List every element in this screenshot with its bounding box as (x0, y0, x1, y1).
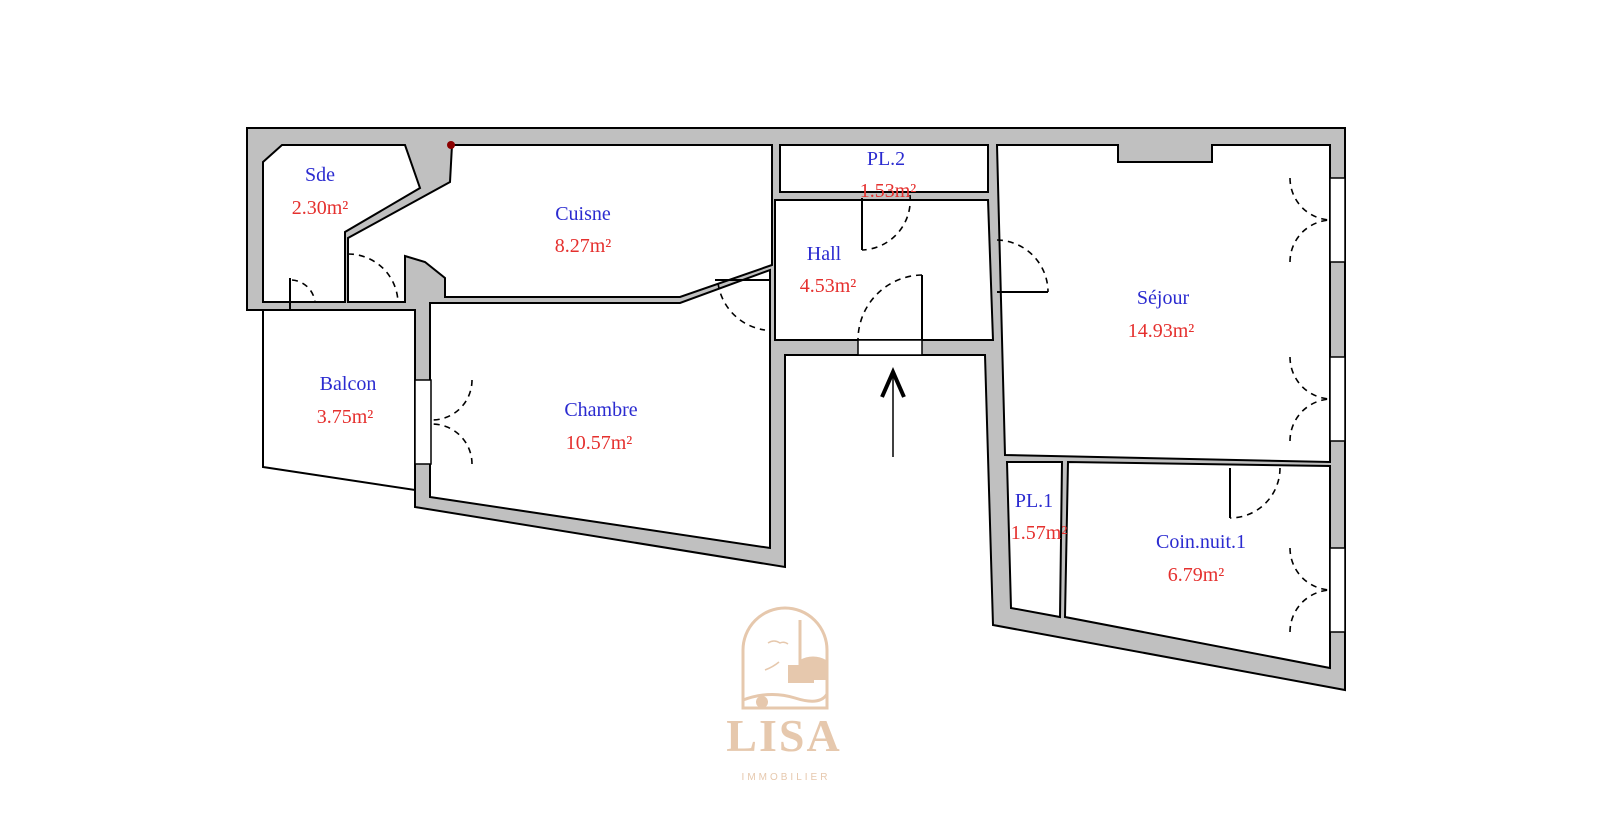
room-name: PL.1 (1015, 490, 1053, 512)
room-area: 8.27m² (555, 235, 612, 257)
window-coin-nuit (1329, 547, 1346, 633)
window-sejour-1 (1329, 177, 1346, 263)
room-area: 1.57m² (1011, 522, 1068, 544)
logo-tagline: IMMOBILIER (742, 772, 831, 783)
room-name: Hall (807, 243, 842, 265)
room-name: Balcon (320, 373, 377, 395)
room-area: 14.93m² (1128, 320, 1195, 342)
room-name: Chambre (564, 399, 637, 421)
room-area: 1.53m² (860, 180, 917, 202)
room-area: 2.30m² (292, 197, 349, 219)
door-swings (289, 177, 1331, 633)
room-name: Cuisne (555, 203, 611, 225)
room-coin-nuit (1063, 460, 1331, 670)
lisa-logo: LISA IMMOBILIER (726, 606, 841, 783)
room-pl1 (1005, 461, 1064, 619)
room-sejour (995, 144, 1331, 464)
pipe-marker (447, 141, 455, 149)
room-name: Séjour (1137, 287, 1190, 309)
room-pl2 (779, 144, 989, 193)
room-name: PL.2 (867, 148, 905, 170)
balcony-door-opening (414, 379, 432, 465)
room-area: 6.79m² (1168, 564, 1225, 586)
room-balcon (262, 309, 416, 492)
window-sejour-2 (1329, 356, 1346, 442)
room-area: 3.75m² (317, 406, 374, 428)
room-name: Coin.nuit.1 (1156, 531, 1246, 553)
room-area: 10.57m² (566, 432, 633, 454)
room-hall (774, 199, 995, 341)
logo-brand: LISA (726, 710, 841, 761)
entrance-arrow-icon (880, 367, 906, 457)
room-name: Sde (305, 164, 335, 186)
room-sde (262, 144, 422, 303)
room-area: 4.53m² (800, 275, 857, 297)
entrance-door-opening (857, 339, 923, 356)
room-cuisine (347, 144, 773, 303)
